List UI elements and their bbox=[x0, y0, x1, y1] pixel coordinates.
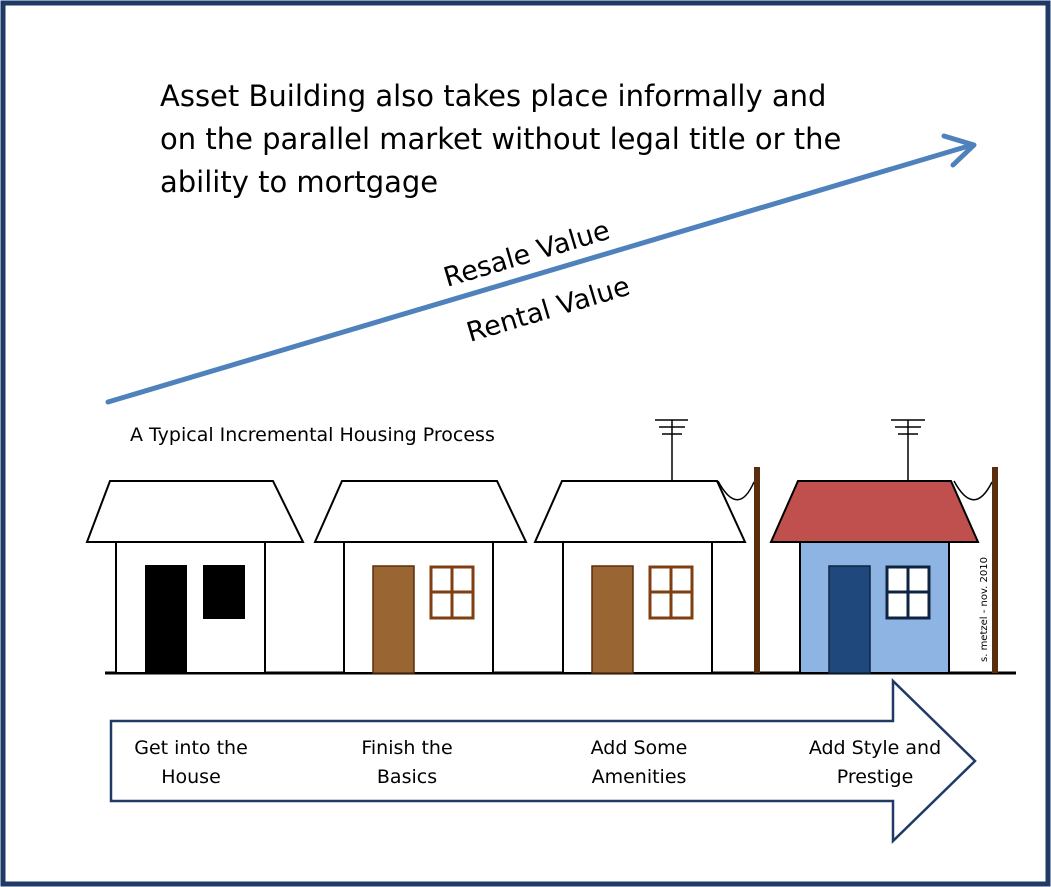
house-2-window bbox=[429, 565, 475, 620]
value-arrow bbox=[105, 133, 977, 405]
power-wire bbox=[717, 480, 755, 501]
house-3-roof bbox=[533, 480, 747, 543]
house-4-door bbox=[828, 565, 871, 674]
stage-arrow bbox=[109, 678, 977, 844]
headline-line-3: ability to mortgage bbox=[160, 165, 438, 199]
house-2 bbox=[313, 480, 528, 674]
power-wire bbox=[953, 480, 993, 501]
house-2-roof bbox=[313, 480, 528, 543]
utility-pole bbox=[754, 467, 760, 673]
svg-text:Amenities: Amenities bbox=[592, 766, 687, 788]
svg-text:Finish the: Finish the bbox=[361, 737, 452, 759]
headline-line-2: on the parallel market without legal tit… bbox=[160, 122, 841, 156]
process-title: A Typical Incremental Housing Process bbox=[130, 424, 495, 446]
house-4-window bbox=[885, 565, 931, 620]
svg-text:Add Style and: Add Style and bbox=[809, 737, 941, 759]
house-1-door bbox=[145, 565, 187, 673]
svg-text:Basics: Basics bbox=[377, 766, 437, 788]
house-1 bbox=[85, 480, 305, 674]
tv-antenna-icon bbox=[891, 419, 925, 481]
house-4-roof bbox=[769, 480, 980, 543]
house-3-window bbox=[648, 565, 694, 620]
svg-text:Get into the: Get into the bbox=[134, 737, 248, 759]
stage-label-4: Add Style and Prestige bbox=[809, 737, 941, 788]
house-4 bbox=[769, 419, 993, 674]
stage-label-3: Add Some Amenities bbox=[591, 737, 688, 788]
svg-text:House: House bbox=[161, 766, 221, 788]
house-3-door bbox=[591, 565, 634, 674]
house-1-window-opening bbox=[203, 565, 245, 619]
headline: Asset Building also takes place informal… bbox=[160, 79, 841, 199]
author-signature: s. metzel - nov. 2010 bbox=[979, 557, 990, 662]
stage-labels: Get into the House Finish the Basics Add… bbox=[134, 737, 941, 788]
stage-label-1: Get into the House bbox=[134, 737, 248, 788]
house-3 bbox=[533, 419, 755, 674]
headline-line-1: Asset Building also takes place informal… bbox=[160, 79, 826, 113]
svg-text:Add Some: Add Some bbox=[591, 737, 688, 759]
svg-text:Prestige: Prestige bbox=[837, 766, 914, 788]
utility-pole bbox=[992, 467, 998, 673]
house-2-door bbox=[372, 565, 415, 674]
stage-label-2: Finish the Basics bbox=[361, 737, 452, 788]
tv-antenna-icon bbox=[655, 419, 688, 481]
house-1-roof bbox=[85, 480, 305, 543]
